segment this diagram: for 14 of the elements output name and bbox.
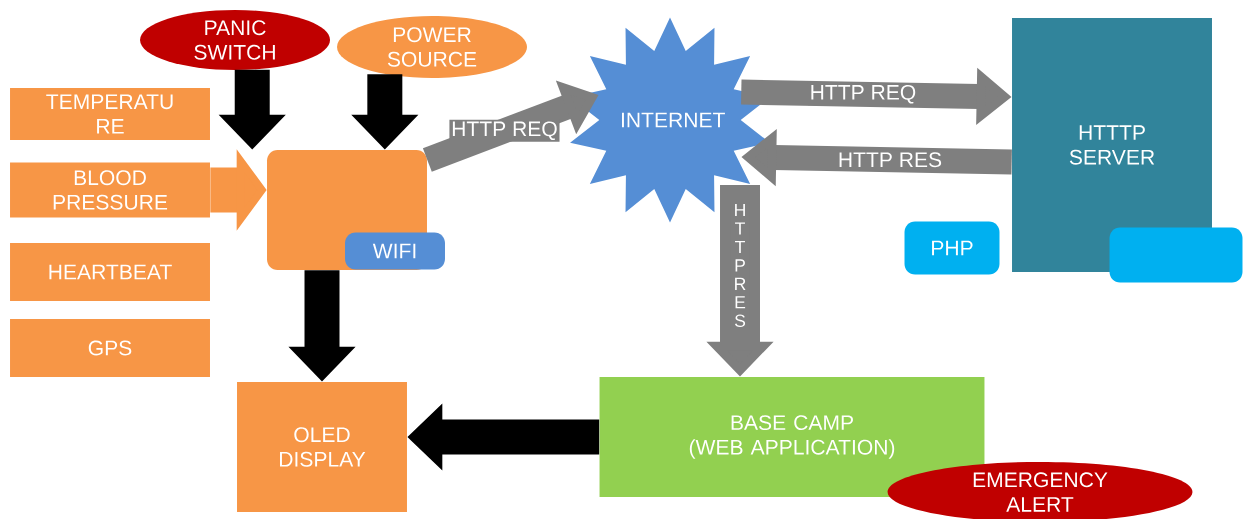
module-box: PHP	[904, 221, 1000, 275]
module-box	[1109, 227, 1243, 283]
oval-node: PANIC SWITCH	[140, 10, 330, 70]
sensor-box: BLOOD PRESSURE	[10, 162, 210, 218]
oval-node: POWER SOURCE	[337, 16, 527, 78]
node-label: BLOOD PRESSURE	[53, 170, 168, 210]
edge-label: HTTP REQ	[807, 83, 918, 106]
server-box: HTTTP SERVER	[1012, 18, 1212, 272]
edge-label: HTTP REQ	[449, 119, 560, 142]
module-box: WIFI	[345, 232, 445, 270]
sensor-box: TEMPERATU RE	[10, 88, 210, 140]
display-box: OLED DISPLAY	[237, 382, 407, 512]
sensor-box: HEARTBEAT	[10, 243, 210, 301]
sensor-box: GPS	[10, 319, 210, 377]
